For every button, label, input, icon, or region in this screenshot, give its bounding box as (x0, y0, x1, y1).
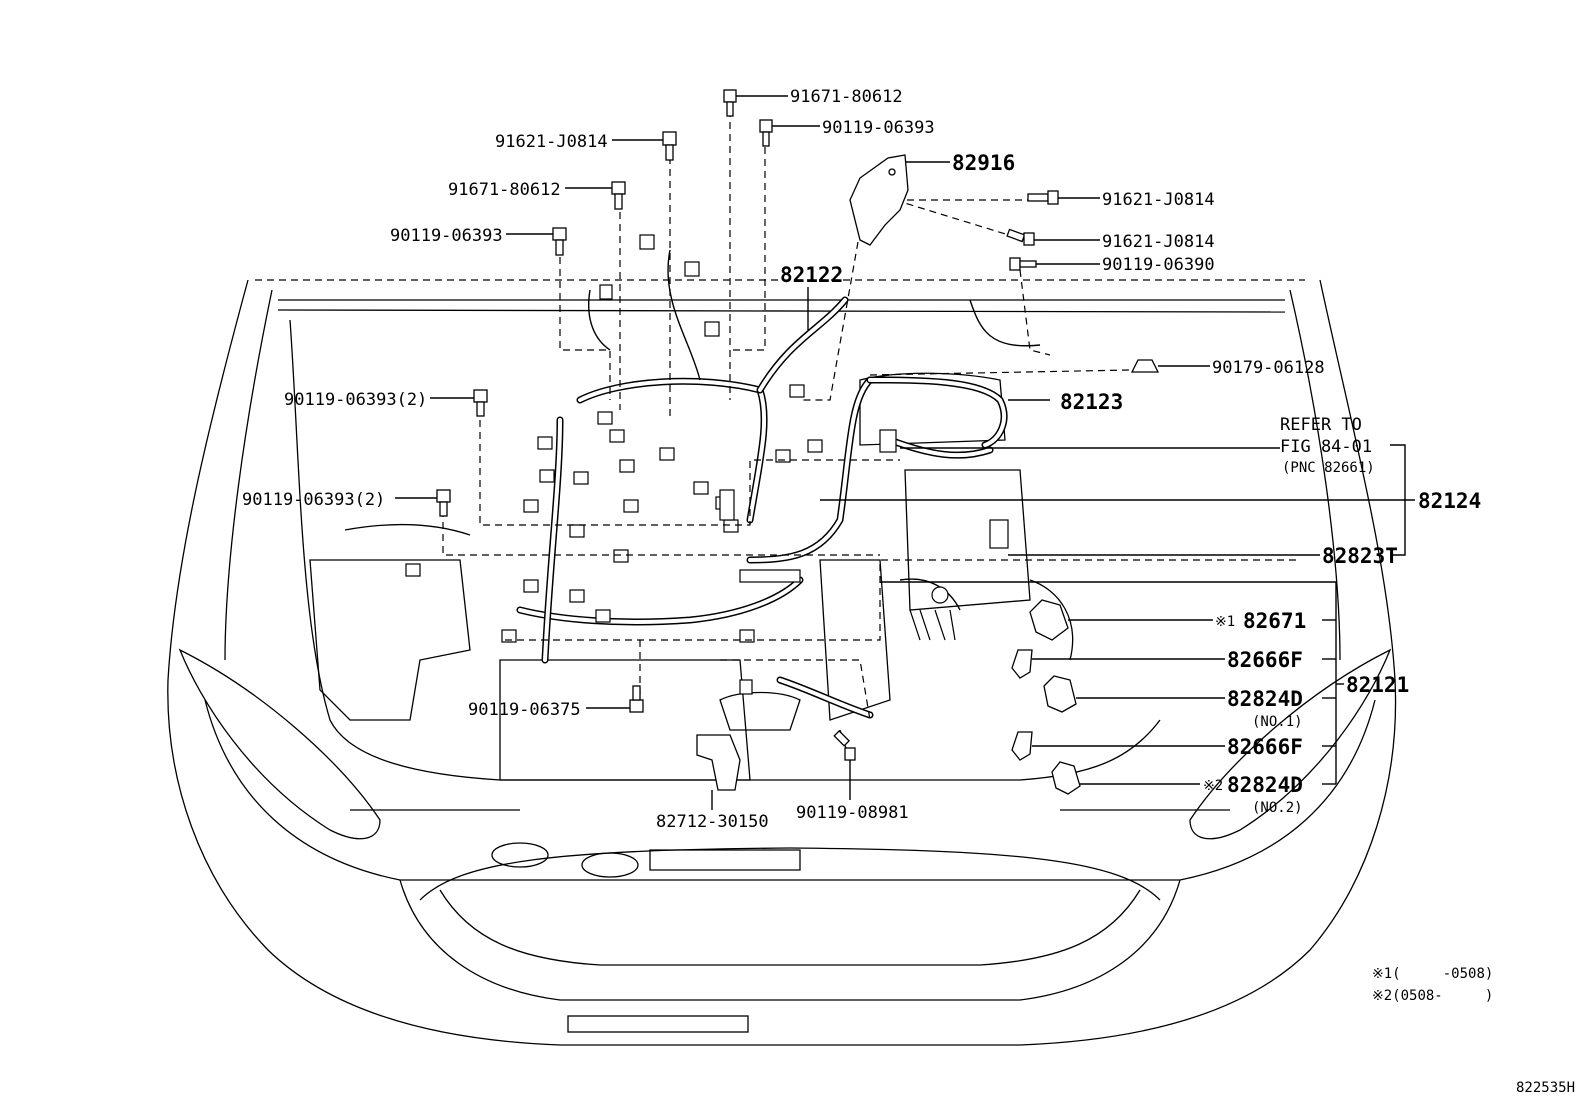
hardware (436, 89, 1160, 795)
footnote-2: ※2(0508- ) (1372, 988, 1493, 1004)
bolt-icon (1027, 190, 1059, 205)
label-82824d-1: 82824D (1227, 687, 1303, 711)
footnote-mark-1: ※1 (1215, 614, 1235, 630)
bolt-icon (611, 181, 626, 210)
label-82671: 82671 (1243, 609, 1306, 633)
bolt-icon (629, 685, 644, 713)
footnote-mark-2: ※2 (1203, 778, 1223, 794)
label-82124: 82124 (1418, 489, 1481, 513)
footnotes: ※1( -0508) ※2(0508- ) (1372, 966, 1493, 1004)
figure-id: 822535H (1516, 1080, 1575, 1096)
bolt-icon (552, 227, 567, 256)
installation-lines (442, 110, 1300, 761)
label-90119-06375: 90119-06375 (468, 700, 581, 720)
protector-icon (1029, 599, 1069, 641)
label-91671-80612-top: 91671-80612 (790, 87, 903, 107)
bolt-icon (1006, 228, 1035, 246)
engine-wire-harness (405, 234, 1041, 719)
leader-lines (395, 95, 1415, 810)
label-82122: 82122 (780, 263, 843, 287)
label-91621-j0814-right2: 91621-J0814 (1102, 232, 1215, 252)
label-91671-80612-left: 91671-80612 (448, 180, 561, 200)
label-82824d-2-sub: (NO.2) (1252, 800, 1303, 816)
bolt-icon (473, 389, 488, 417)
footnote-1: ※1( -0508) (1372, 966, 1493, 982)
label-91621-j0814-right1: 91621-J0814 (1102, 190, 1215, 210)
label-82712-30150: 82712-30150 (656, 812, 769, 832)
label-82823t: 82823T (1322, 544, 1398, 568)
bolt-icon (436, 489, 451, 517)
label-91621-j0814-left: 91621-J0814 (495, 132, 608, 152)
protector-icon (1043, 675, 1077, 713)
bolt-icon (723, 89, 737, 117)
label-82123: 82123 (1060, 390, 1123, 414)
label-82824d-1-sub: (NO.1) (1252, 714, 1303, 730)
label-90119-08981: 90119-08981 (796, 803, 909, 823)
label-90179-06128: 90179-06128 (1212, 358, 1325, 378)
label-90119-06393-2a: 90119-06393(2) (284, 390, 427, 410)
nut-icon (1130, 359, 1160, 373)
refer-to-line2: FIG 84-01 (1280, 437, 1372, 457)
clamp-icon (1011, 649, 1033, 679)
protector-icon (1051, 761, 1081, 795)
label-90119-06390: 90119-06390 (1102, 255, 1215, 275)
label-90119-06393-2b: 90119-06393(2) (242, 490, 385, 510)
bolt-icon (1009, 257, 1037, 271)
refer-to-line1: REFER TO (1280, 415, 1362, 435)
label-82824d-2: 82824D (1227, 773, 1303, 797)
bolt-icon (759, 119, 773, 147)
label-82121: 82121 (1346, 673, 1409, 697)
label-90119-06393-top: 90119-06393 (822, 118, 935, 138)
bracket-icon (849, 154, 909, 246)
label-82666f-2: 82666F (1227, 735, 1303, 759)
car-body-outline (167, 279, 1397, 1046)
clamp-icon (1011, 731, 1033, 761)
bolt-icon (662, 131, 677, 161)
label-82916: 82916 (952, 151, 1015, 175)
bracket-icon (696, 734, 741, 791)
bolt-icon (833, 730, 856, 761)
part-labels: 91671-80612 90119-06393 91621-J0814 8291… (242, 87, 1481, 832)
label-82666f-1: 82666F (1227, 648, 1303, 672)
refer-to-line3: (PNC 82661) (1282, 460, 1375, 476)
label-90119-06393-left: 90119-06393 (390, 226, 503, 246)
